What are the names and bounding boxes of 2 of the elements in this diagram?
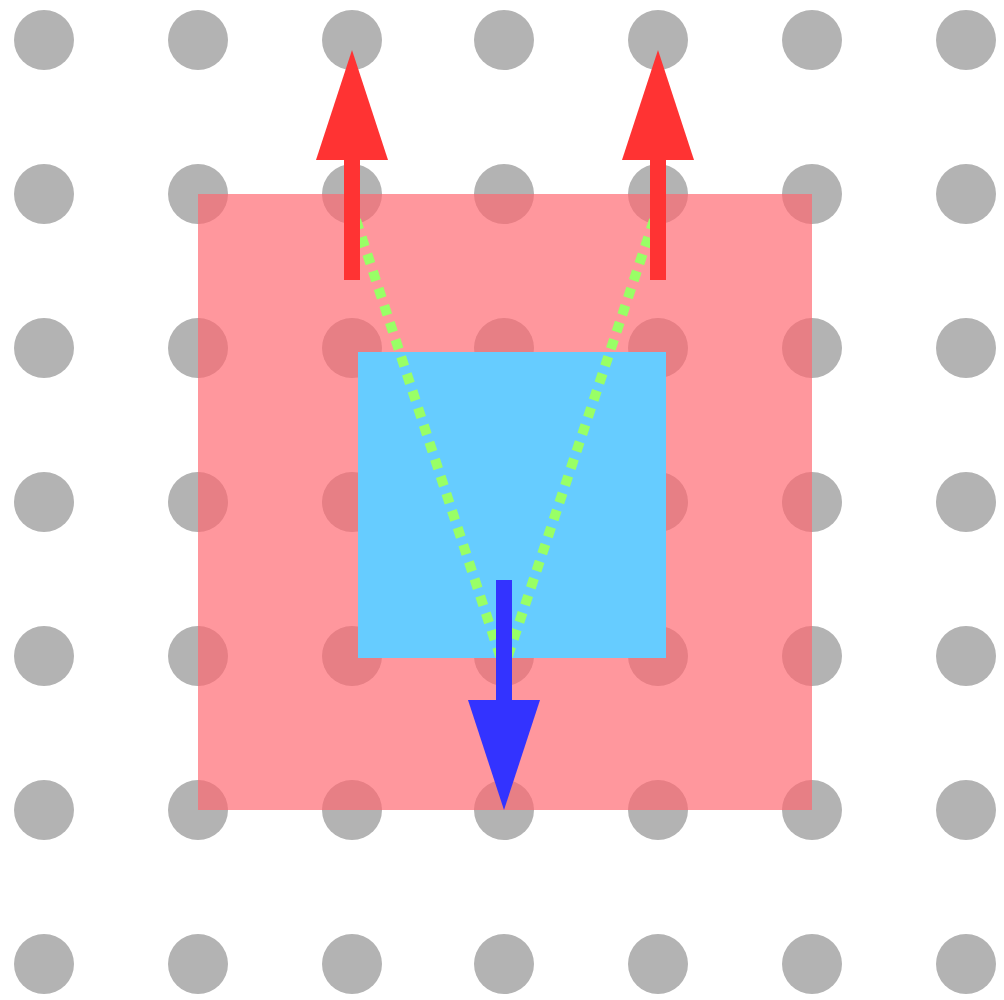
inner-square (358, 352, 666, 658)
outer-square (198, 194, 812, 810)
